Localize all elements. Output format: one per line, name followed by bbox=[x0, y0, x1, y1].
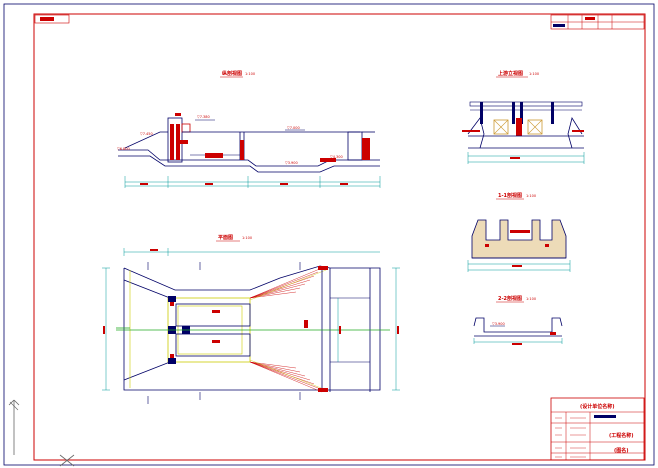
section-2-2: 2-2剖视图 1:100 ▽3.900 bbox=[473, 295, 563, 345]
outer-frame bbox=[3, 3, 655, 466]
title-block-line1: (设计单位名称) bbox=[580, 403, 615, 410]
svg-text:▽7.450: ▽7.450 bbox=[140, 132, 153, 136]
svg-text:▽6.800: ▽6.800 bbox=[117, 147, 130, 151]
section2-scale: 1:100 bbox=[526, 297, 536, 301]
title-block-line3: (图名) bbox=[614, 447, 629, 454]
ucs-axis-icon bbox=[8, 399, 75, 467]
section-1-1: 1-1剖视图 1:100 bbox=[467, 192, 571, 272]
section1-scale: 1:100 bbox=[526, 194, 536, 198]
section1-title: 1-1剖视图 bbox=[498, 192, 522, 199]
longitudinal-scale: 1:100 bbox=[245, 72, 255, 76]
upstream-title: 上游立视图 bbox=[498, 70, 523, 77]
svg-text:▽7.000: ▽7.000 bbox=[287, 126, 300, 130]
inner-frame bbox=[33, 13, 646, 461]
title-block-line2: (工程名称) bbox=[609, 432, 634, 439]
svg-text:▽7.380: ▽7.380 bbox=[197, 115, 210, 119]
svg-text:▽3.900: ▽3.900 bbox=[285, 161, 298, 165]
upstream-scale: 1:100 bbox=[529, 72, 539, 76]
plan-view: 平面图 1:100 bbox=[102, 234, 400, 404]
longitudinal-title: 纵剖视图 bbox=[222, 70, 242, 77]
svg-text:▽4.300: ▽4.300 bbox=[330, 155, 343, 159]
title-block: (设计单位名称) (工程名称) (图名) bbox=[550, 397, 645, 461]
top-right-stamp bbox=[550, 14, 645, 30]
top-left-stamp bbox=[34, 14, 70, 24]
plan-title: 平面图 bbox=[218, 234, 233, 241]
section2-title: 2-2剖视图 bbox=[498, 295, 522, 302]
upstream-elevation: 上游立视图 1:100 bbox=[462, 70, 585, 164]
svg-text:▽3.900: ▽3.900 bbox=[492, 322, 505, 326]
longitudinal-section: 纵剖视图 1:100 ▽7.380 ▽7.000 ▽7.450 ▽6.800 ▽… bbox=[117, 70, 381, 188]
plan-scale: 1:100 bbox=[242, 236, 252, 240]
